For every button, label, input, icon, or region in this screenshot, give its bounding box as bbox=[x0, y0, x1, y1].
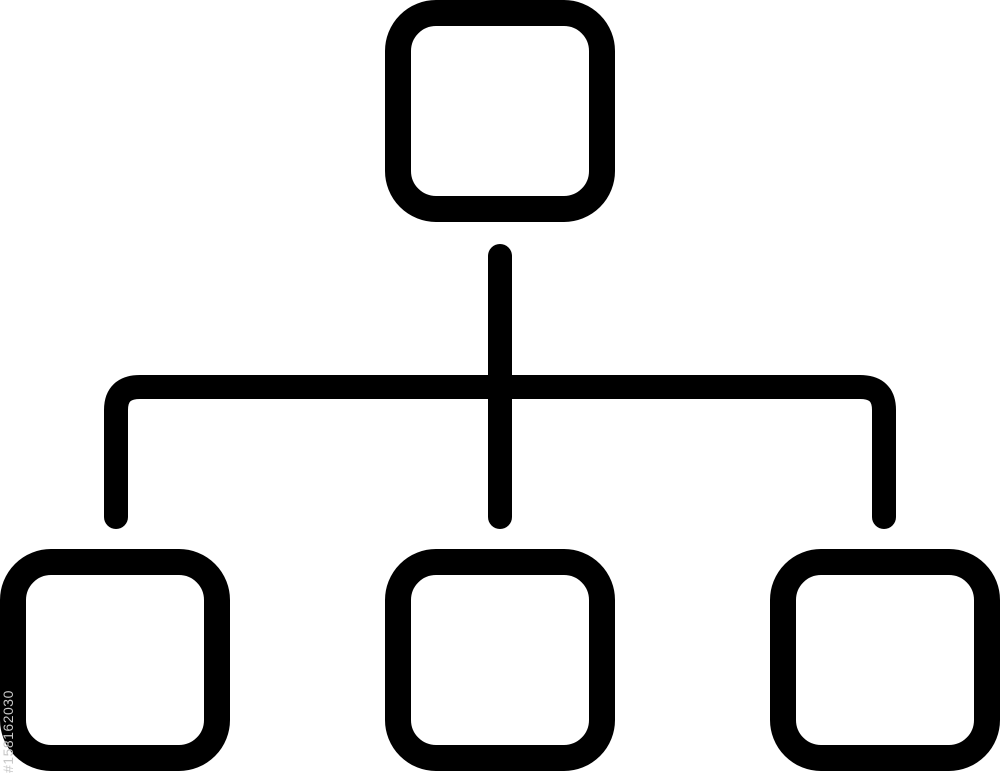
root-node bbox=[385, 0, 615, 222]
child-node-right bbox=[770, 549, 1000, 771]
stock-id-label: #158162030 bbox=[0, 690, 16, 773]
child-node-left bbox=[0, 549, 230, 771]
horizontal-bus-connector bbox=[104, 375, 896, 529]
child-node-center bbox=[385, 549, 615, 771]
